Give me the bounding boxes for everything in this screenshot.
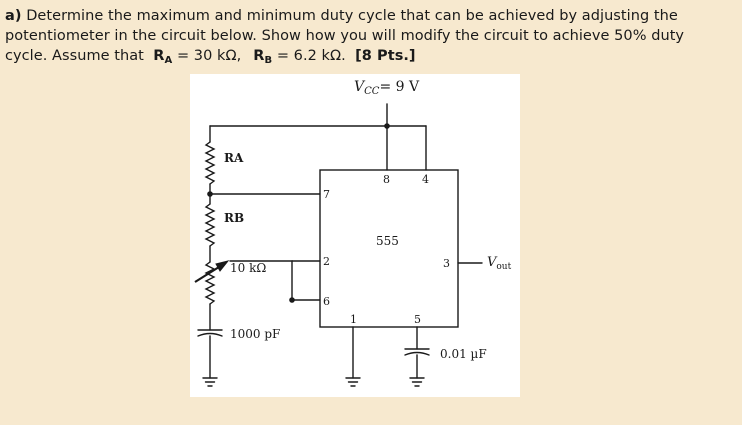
junction-vcc (384, 123, 390, 129)
circuit-svg: VCC= 9 V RA RB 10 kΩ 1000 pF 0.01 µF 555… (194, 79, 512, 387)
pin-1-label: 1 (350, 313, 357, 326)
ra-resistor (204, 141, 216, 185)
problem-statement: a) Determine the maximum and minimum dut… (5, 6, 735, 71)
circuit-diagram: VCC= 9 V RA RB 10 kΩ 1000 pF 0.01 µF 555… (190, 74, 520, 397)
ground-symbol-pin1 (345, 377, 361, 387)
pin-4-label: 4 (422, 173, 429, 186)
part-label: a) (5, 8, 22, 24)
chip-555-body (319, 169, 459, 328)
pin-2-label: 2 (323, 255, 330, 268)
rb-label: RB (224, 211, 244, 225)
ra-symbol: R (153, 48, 165, 64)
question-line-1: a) Determine the maximum and minimum dut… (5, 8, 678, 24)
rb-subscript: B (264, 55, 273, 66)
pin-6-label: 6 (323, 295, 330, 308)
timing-cap-label: 1000 pF (230, 327, 280, 341)
control-cap-label: 0.01 µF (440, 347, 487, 361)
points-label: [8 Pts.] (355, 48, 416, 64)
control-cap-bottom-plate (404, 351, 430, 356)
rb-value: = 6.2 kΩ. (276, 48, 346, 64)
pot-resistor (204, 261, 216, 305)
junction-pin6 (289, 297, 295, 303)
ra-value: = 30 kΩ, (176, 48, 242, 64)
pin-3-label: 3 (443, 257, 450, 270)
question-line-2: potentiometer in the circuit below. Show… (5, 28, 685, 44)
ra-subscript: A (164, 55, 173, 66)
vout-label: Vout (487, 255, 512, 272)
question-line-3: cycle. Assume that RA = 30 kΩ,RB = 6.2 k… (5, 48, 416, 66)
ground-symbol-timing (202, 377, 218, 387)
wiper-wire (229, 260, 321, 301)
ra-label: RA (224, 151, 244, 165)
pot-wiper-arrowhead (215, 260, 230, 272)
pin-5-label: 5 (414, 313, 421, 326)
ground-symbol-control (409, 377, 425, 387)
pin-8-label: 8 (383, 173, 390, 186)
pot-label: 10 kΩ (230, 261, 266, 275)
rb-symbol: R (253, 48, 265, 64)
junction-pin7 (207, 191, 213, 197)
pin-7-label: 7 (323, 188, 330, 201)
chip-label: 555 (376, 234, 399, 248)
vcc-label: VCC= 9 V (354, 79, 420, 97)
pot-wiper-shaft (194, 266, 220, 283)
rb-resistor (204, 203, 216, 247)
timing-cap-bottom-plate (197, 332, 223, 337)
